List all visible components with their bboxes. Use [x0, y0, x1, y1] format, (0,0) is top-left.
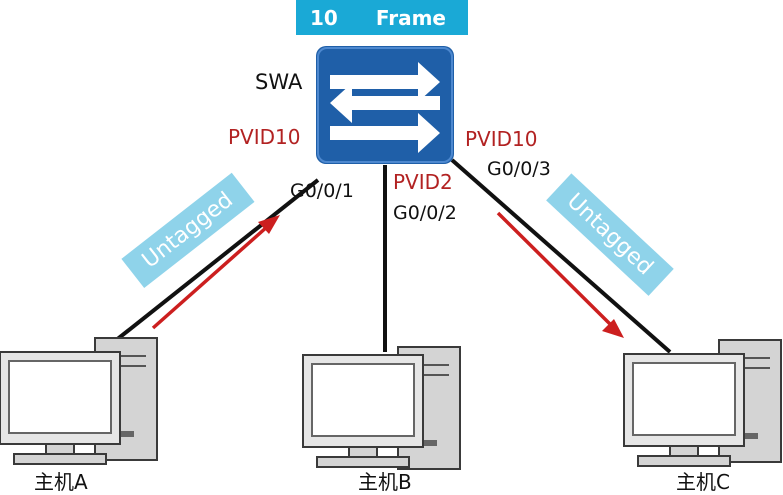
link-g003-host-c — [450, 158, 672, 354]
host-a-computer-icon — [0, 337, 158, 465]
flow-arrow-in — [151, 215, 280, 330]
host-a-label: 主机A — [34, 470, 88, 494]
switch-name: SWA — [255, 70, 303, 94]
frame-label: Frame — [375, 5, 446, 30]
frame-banner: 10 Frame — [296, 0, 468, 35]
port-g003: G0/0/3 — [487, 158, 551, 180]
host-c-computer-icon — [623, 339, 782, 467]
flow-arrow-out — [496, 211, 624, 338]
switch-icon — [316, 46, 454, 164]
host-b-label: 主机B — [358, 470, 412, 494]
host-b-computer-icon — [302, 346, 461, 470]
pvid-g003: PVID10 — [465, 127, 538, 151]
link-g001-host-a — [108, 178, 320, 347]
pvid-g001: PVID10 — [228, 125, 301, 149]
pvid-g002: PVID2 — [393, 170, 453, 194]
host-c-label: 主机C — [676, 470, 730, 494]
port-g001: G0/0/1 — [290, 180, 354, 202]
port-g002: G0/0/2 — [393, 202, 457, 224]
frame-vlan-id: 10 — [310, 5, 338, 30]
